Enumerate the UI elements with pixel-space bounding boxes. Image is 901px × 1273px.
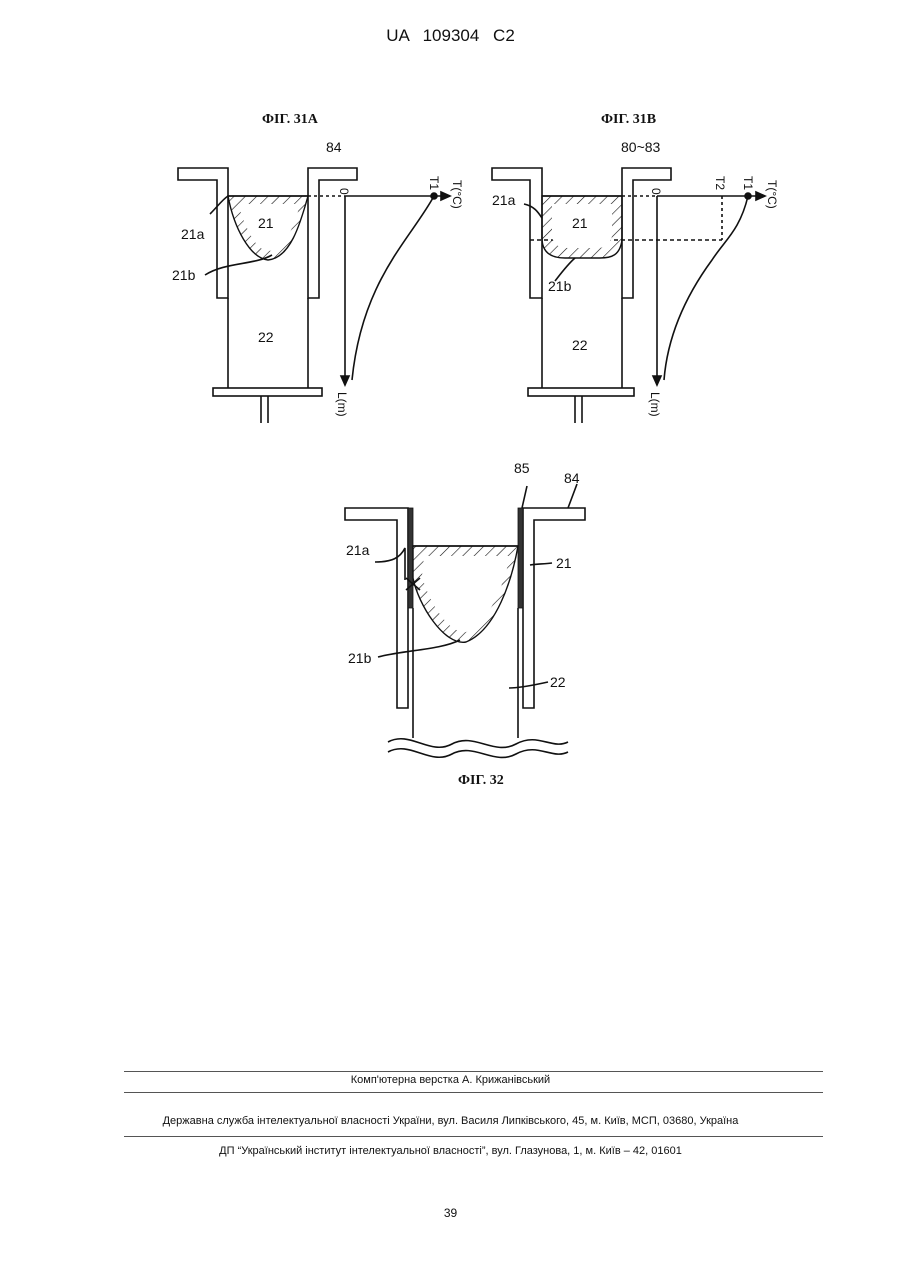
fig31b-label-21b: 21b bbox=[548, 278, 572, 294]
fig31b-t1: T1 bbox=[741, 176, 755, 190]
fig31a-t-axis: T(°C) bbox=[450, 180, 464, 209]
fig31a-label-21: 21 bbox=[258, 215, 274, 231]
fig31b-drawing bbox=[492, 168, 765, 423]
fig32-label-85: 85 bbox=[514, 460, 530, 476]
footer-layout-credit: Комп'ютерна верстка А. Крижанівський bbox=[0, 1074, 901, 1086]
fig31b-label-22: 22 bbox=[572, 337, 588, 353]
fig31b-t2: T2 bbox=[713, 176, 727, 190]
footer-rule-bottom bbox=[124, 1136, 823, 1137]
fig31b-origin: 0 bbox=[649, 188, 663, 195]
fig31a-label-84: 84 bbox=[326, 139, 342, 155]
fig32-label-21: 21 bbox=[556, 555, 572, 571]
fig31a-l-axis: L(m) bbox=[335, 392, 349, 417]
fig31a-label-22: 22 bbox=[258, 329, 274, 345]
fig32-label-84: 84 bbox=[564, 470, 580, 486]
fig31a-drawing bbox=[178, 168, 450, 423]
fig31b-label-80-83: 80~83 bbox=[621, 139, 661, 155]
fig31a-t1: T1 bbox=[427, 176, 441, 190]
footer-rule-top bbox=[124, 1071, 823, 1072]
fig31b-l-axis: L(m) bbox=[648, 392, 662, 417]
fig32-label-22: 22 bbox=[550, 674, 566, 690]
fig31a-label-21b: 21b bbox=[172, 267, 196, 283]
page-number: 39 bbox=[0, 1206, 901, 1220]
fig31b-label-21a: 21a bbox=[492, 192, 516, 208]
fig32-label-21a: 21a bbox=[346, 542, 370, 558]
footer-institute-address: ДП “Український інститут інтелектуальної… bbox=[0, 1145, 901, 1157]
fig31b-label-21: 21 bbox=[572, 215, 588, 231]
footer-rule-middle bbox=[124, 1092, 823, 1093]
fig31a-label-21a: 21a bbox=[181, 226, 205, 242]
fig31a-origin: 0 bbox=[337, 188, 351, 195]
fig31b-t-axis: T(°C) bbox=[765, 180, 779, 209]
footer-agency-address: Державна служба інтелектуальної власност… bbox=[0, 1115, 901, 1127]
fig32-label-21b: 21b bbox=[348, 650, 372, 666]
